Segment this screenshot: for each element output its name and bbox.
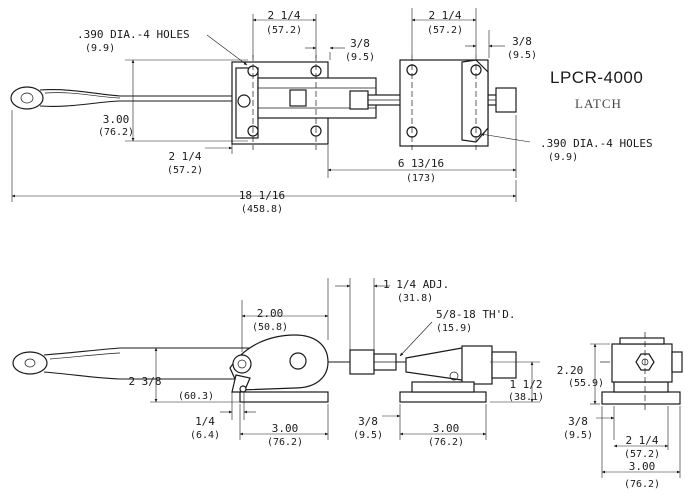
offset-right-metric: (9.5): [507, 50, 537, 61]
base-left-value: 3.00: [272, 422, 299, 435]
side-clamp-body: [229, 334, 406, 403]
top-latch-base: [399, 59, 489, 147]
pin-value: 1/4: [195, 415, 215, 428]
overall-metric: (458.8): [241, 204, 283, 215]
base-right-value: 3.00: [433, 422, 460, 435]
side-height-value: 1 1/2: [509, 378, 542, 391]
end-view: 2.20 (55.9) 3/8 (9.5) 2 1/4 (57.2) 3.00 …: [557, 332, 683, 490]
latch-length-metric: (173): [406, 173, 436, 184]
thread-value: 5/8-18 TH'D.: [436, 308, 515, 321]
pivot-metric: (50.8): [252, 322, 288, 333]
side-handle: [12, 347, 290, 380]
overall-value: 18 1/16: [239, 189, 285, 202]
model-title: LPCR-4000: [550, 68, 643, 87]
holes-right-value: .390 DIA.-4 HOLES: [540, 137, 653, 150]
spacing-right-metric: (57.2): [427, 25, 463, 36]
holes-right-metric: (9.9): [548, 152, 578, 163]
side-offset-metric: (9.5): [353, 430, 383, 441]
spacing-left-value: 2 1/4: [267, 9, 300, 22]
end-width-value: 3.00: [629, 460, 656, 473]
end-height-value: 2.20: [557, 364, 584, 377]
side-offset-value: 3/8: [358, 415, 378, 428]
pivot-value: 2.00: [257, 307, 284, 320]
thread-metric: (15.9): [436, 323, 472, 334]
holes-left-metric: (9.9): [85, 43, 115, 54]
side-latch: [399, 345, 517, 403]
holes-left-value: .390 DIA.-4 HOLES: [77, 28, 190, 41]
pin-metric: (6.4): [190, 430, 220, 441]
spacing-left-metric: (57.2): [266, 25, 302, 36]
offset-left-value: 3/8: [350, 37, 370, 50]
adjust-value: 1 1/4 ADJ.: [383, 278, 449, 291]
handle-height-metric: (60.3): [178, 391, 214, 402]
top-handle: [10, 86, 235, 110]
offset-left-metric: (9.5): [345, 52, 375, 63]
end-spacing-value: 2 1/4: [625, 434, 658, 447]
top-view: 2 1/4 (57.2) 3/8 (9.5) 2 1/4 (57.2) 3/8 …: [10, 8, 653, 215]
side-view: 1 1/4 ADJ. (31.8) 5/8-18 TH'D. (15.9) 2.…: [12, 278, 544, 448]
base-width-metric: (57.2): [167, 165, 203, 176]
base-left-metric: (76.2): [267, 437, 303, 448]
end-height-metric: (55.9): [568, 378, 604, 389]
end-offset-metric: (9.5): [563, 430, 593, 441]
offset-right-value: 3/8: [512, 35, 532, 48]
height-value: 3.00: [103, 113, 130, 126]
top-clamp-body: [231, 61, 517, 145]
model-subtitle: LATCH: [575, 96, 622, 111]
end-width-metric: (76.2): [624, 479, 660, 490]
latch-length-value: 6 13/16: [398, 157, 444, 170]
adjust-metric: (31.8): [397, 293, 433, 304]
base-width-value: 2 1/4: [168, 150, 201, 163]
end-offset-value: 3/8: [568, 415, 588, 428]
end-spacing-metric: (57.2): [624, 449, 660, 460]
height-metric: (76.2): [98, 127, 134, 138]
handle-height-value: 2 3/8: [128, 375, 161, 388]
side-height-metric: (38.1): [508, 392, 544, 403]
spacing-right-value: 2 1/4: [428, 9, 461, 22]
base-right-metric: (76.2): [428, 437, 464, 448]
